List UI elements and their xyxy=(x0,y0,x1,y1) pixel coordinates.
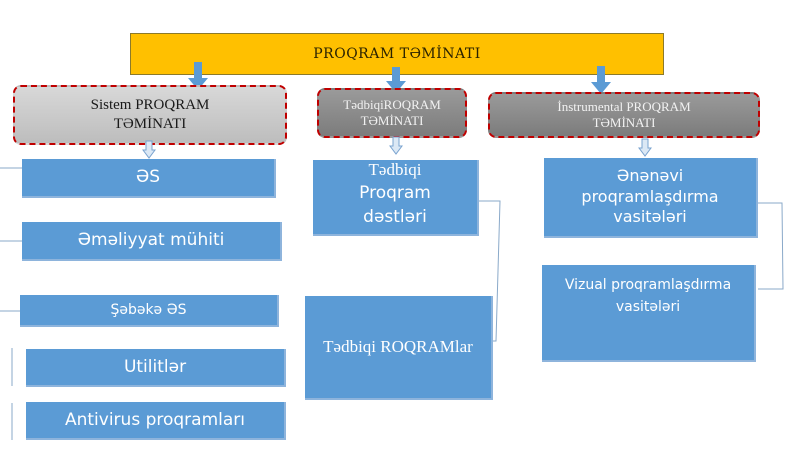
node-tedbiqi-proqram-destleri: Tədbiqi Proqram dəstləri xyxy=(313,160,479,236)
node-emeliyyat-muhiti: Əməliyyat mühiti xyxy=(22,222,282,261)
node-label: ƏS xyxy=(135,167,161,188)
node-label: Proqram xyxy=(359,182,431,203)
node-label: dəstləri xyxy=(363,206,427,227)
node-label: Tədbiqi xyxy=(368,160,422,179)
category-label: TədbiqiROQRAM xyxy=(343,96,441,112)
connector-tedbiqi xyxy=(478,200,501,342)
node-label: Antivirus proqramları xyxy=(64,409,246,430)
arrow-down-icon xyxy=(638,138,652,157)
category-label: TƏMİNATI xyxy=(360,113,424,128)
category-instrumental: İnstrumental PROQRAM TƏMİNATI xyxy=(488,92,760,138)
node-label: Şəbəkə ƏS xyxy=(110,301,187,318)
node-tedbiqi-proqramlar: Tədbiqi ROQRAMlar xyxy=(305,296,493,400)
node-label: Tədbiqi ROQRAMlar xyxy=(323,336,473,356)
node-label: Utilitlər xyxy=(123,356,187,377)
node-label: Vizual proqramlaşdırma xyxy=(564,277,732,293)
arrow-down-icon xyxy=(386,67,406,93)
node-antivirus: Antivirus proqramları xyxy=(26,402,286,440)
arrow-down-icon xyxy=(591,66,611,94)
node-label: Əməliyyat mühiti xyxy=(77,230,225,251)
node-label: proqramlaşdırma xyxy=(581,186,719,206)
node-utilitler: Utilitlər xyxy=(26,349,286,387)
category-label: İnstrumental PROQRAM xyxy=(557,98,691,114)
root-label: PROQRAM TƏMİNATI xyxy=(313,46,481,62)
category-label: Sistem PROQRAM xyxy=(90,97,210,114)
category-label: TƏMİNATI xyxy=(592,115,656,130)
node-label: vasitələri xyxy=(613,207,687,227)
node-label: vasitələri xyxy=(615,298,681,315)
arrow-down-icon xyxy=(188,62,208,90)
category-label: TƏMİNATI xyxy=(113,116,187,132)
category-tedbiqi: TədbiqiROQRAM TƏMİNATI xyxy=(317,88,467,138)
arrow-down-icon xyxy=(142,140,156,159)
category-sistem: Sistem PROQRAM TƏMİNATI xyxy=(13,85,287,145)
node-es: ƏS xyxy=(22,159,276,198)
arrow-down-icon xyxy=(389,136,403,155)
connector-instrumental xyxy=(757,202,784,290)
node-label: Ənənəvi xyxy=(616,165,684,185)
node-vizual-proqramlasdirma: Vizual proqramlaşdırma vasitələri xyxy=(542,265,756,362)
node-sebeke-es: Şəbəkə ƏS xyxy=(20,295,279,327)
node-enenevi-proqramlasdirma: Ənənəvi proqramlaşdırma vasitələri xyxy=(544,158,758,238)
